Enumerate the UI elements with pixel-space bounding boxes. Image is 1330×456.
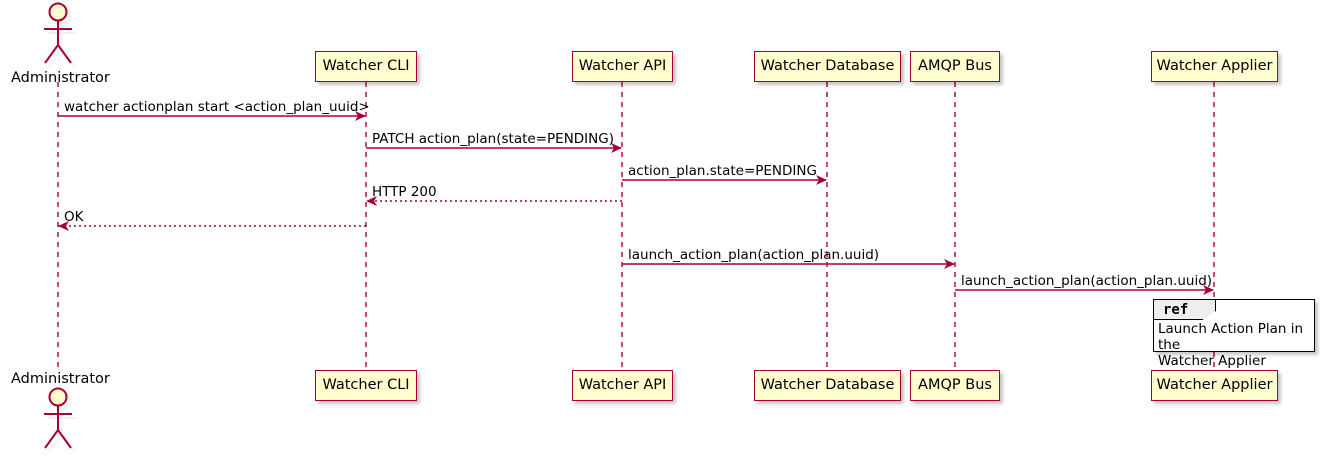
fragment-text-ref-launch-action-plan: Launch Action Plan in the Watcher Applie… (1158, 321, 1304, 369)
participant-amqp-bus-top[interactable]: AMQP Bus (910, 51, 1000, 82)
message-label-m4: HTTP 200 (372, 184, 437, 200)
participant-label: Watcher Database (760, 377, 895, 394)
message-label-m1: watcher actionplan start <action_plan_uu… (64, 99, 370, 115)
participant-label: AMQP Bus (918, 377, 992, 394)
participant-label: Watcher CLI (322, 58, 410, 75)
participant-label: Watcher Applier (1156, 377, 1273, 394)
participant-watcher-applier-top[interactable]: Watcher Applier (1151, 51, 1278, 82)
participant-watcher-cli-bottom[interactable]: Watcher CLI (315, 370, 417, 401)
actor-figure-administrator-top (44, 2, 76, 68)
participant-watcher-api-bottom[interactable]: Watcher API (572, 370, 673, 401)
participant-label: Watcher API (578, 377, 667, 394)
participant-amqp-bus-bottom[interactable]: AMQP Bus (910, 370, 1000, 401)
message-label-m7: launch_action_plan(action_plan.uuid) (961, 273, 1213, 289)
participant-label: AMQP Bus (918, 58, 992, 75)
fragment-tab-ref-launch-action-plan: ref (1154, 300, 1216, 320)
participant-label: Watcher Applier (1156, 58, 1273, 75)
message-label-m3: action_plan.state=PENDING (628, 163, 817, 179)
message-label-m5: OK (64, 209, 84, 225)
participant-watcher-database-top[interactable]: Watcher Database (754, 51, 901, 82)
message-label-m2: PATCH action_plan(state=PENDING) (372, 131, 614, 147)
message-arrows-group (58, 111, 1214, 295)
participant-watcher-api-top[interactable]: Watcher API (572, 51, 673, 82)
participant-label: Watcher Database (760, 58, 895, 75)
actor-figures-group (44, 2, 76, 453)
lifelines-group (57, 82, 1215, 372)
participant-watcher-database-bottom[interactable]: Watcher Database (754, 370, 901, 401)
participant-label: Watcher CLI (322, 377, 410, 394)
actor-label-administrator-top: Administrator (11, 70, 110, 86)
fragment-tab-label: ref (1163, 301, 1189, 318)
message-label-m6: launch_action_plan(action_plan.uuid) (628, 247, 880, 263)
actor-figure-administrator-bottom (44, 387, 76, 453)
participant-watcher-applier-bottom[interactable]: Watcher Applier (1151, 370, 1278, 401)
participant-label: Watcher API (578, 58, 667, 75)
participant-watcher-cli-top[interactable]: Watcher CLI (315, 51, 417, 82)
actor-label-administrator-bottom: Administrator (11, 371, 110, 387)
